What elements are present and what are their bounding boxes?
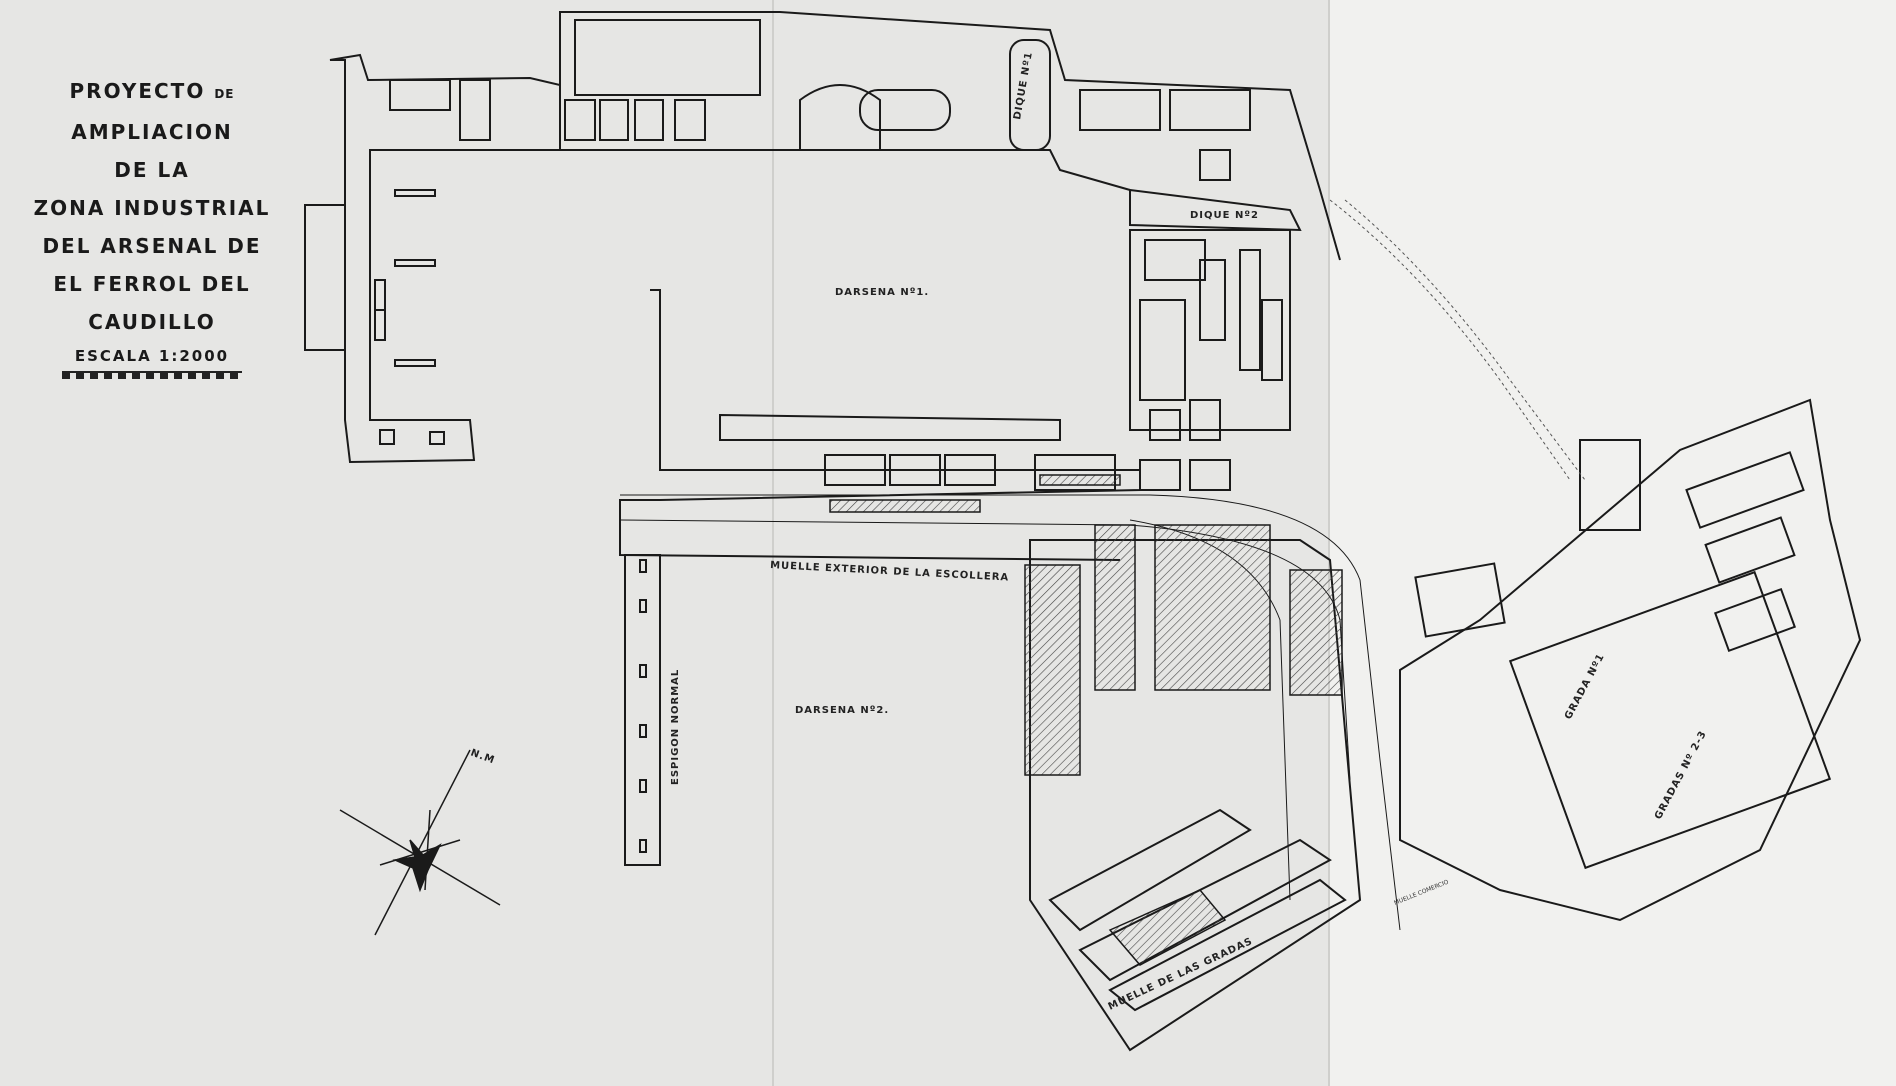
darsena-2-label: DARSENA Nº2. — [795, 705, 889, 716]
east-shipyard — [1399, 398, 1862, 922]
dique-2 — [1129, 188, 1302, 232]
central-pier — [619, 289, 1141, 561]
muelle-comercio-label: MUELLE COMERCIO — [1393, 878, 1450, 906]
dique-1-label: DIQUE Nº1 — [1012, 51, 1035, 121]
fold-line — [1328, 0, 1330, 1086]
grada-1-label: GRADA Nº1 — [1563, 652, 1607, 722]
north-shed — [574, 19, 761, 96]
title-line-5: EL FERROL DEL CAUDILLO — [53, 272, 251, 334]
fold-line — [772, 0, 774, 1086]
title-line-4: DEL ARSENAL DE — [42, 234, 262, 258]
title-line-2: DE LA — [114, 158, 190, 182]
gradas-23-label: GRADAS Nº 2-3 — [1653, 729, 1709, 822]
dique-2-label: DIQUE Nº2 — [1190, 210, 1259, 221]
scale-bar — [62, 371, 242, 379]
muelle-escollera-label: MUELLE EXTERIOR DE LA ESCOLLERA — [770, 560, 1010, 584]
slipway-oval — [859, 89, 951, 131]
darsena-1-label: DARSENA Nº1. — [835, 287, 929, 298]
map-scale: ESCALA 1:2000 — [74, 347, 230, 365]
title-line-3: ZONA INDUSTRIAL — [33, 196, 271, 220]
north-label: N.M — [469, 747, 496, 766]
gradas-area — [1029, 539, 1362, 1052]
west-quay — [329, 53, 561, 464]
workshop-hatched — [1039, 474, 1121, 486]
workshop-hatched — [1108, 889, 1227, 966]
north-arrow — [339, 749, 501, 936]
espigon-label: ESPIGON NORMAL — [670, 669, 681, 785]
workshop-hatched — [1154, 524, 1271, 691]
west-shed — [304, 204, 346, 351]
espigon-normal — [624, 554, 661, 866]
right-sheet-panel — [1328, 0, 1896, 1086]
title-line-1: PROYECTO DE AMPLIACION — [69, 79, 235, 144]
workshop-hatched — [1094, 524, 1136, 691]
workshop-hatched — [829, 499, 981, 513]
north-waterfront — [559, 11, 1341, 261]
workshop-hatched — [1289, 569, 1343, 696]
map-title: PROYECTO DE AMPLIACION DE LA ZONA INDUST… — [12, 72, 292, 379]
workshop-hatched — [1024, 564, 1081, 776]
